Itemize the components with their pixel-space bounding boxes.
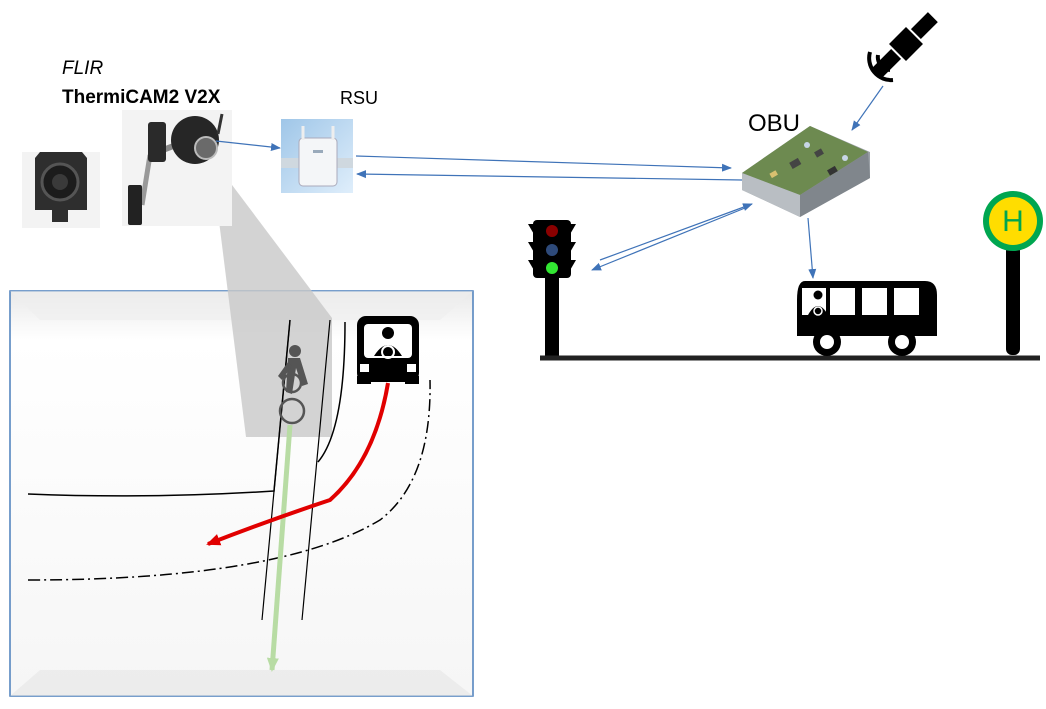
camera-to-rsu-arrow xyxy=(215,140,281,151)
bicycle-path-arrow xyxy=(266,424,293,672)
traffic-light-icon xyxy=(528,220,576,357)
road-edge-left xyxy=(27,319,291,497)
thermal-camera-front-icon xyxy=(22,152,100,228)
satellite-to-obu-arrow xyxy=(851,85,884,131)
bus-front-icon xyxy=(357,316,419,384)
bus-icon xyxy=(797,281,937,356)
traffic-light-yellow-lamp xyxy=(546,244,558,256)
bus-turn-path-arrow xyxy=(206,382,390,546)
satellite-icon xyxy=(867,12,938,83)
rsu-label: RSU xyxy=(340,88,379,108)
camera-model-label: ThermiCAM2 V2X xyxy=(62,87,221,108)
thermal-camera-mounted-icon xyxy=(122,110,232,226)
intersection-view xyxy=(9,157,474,697)
communication-links xyxy=(215,85,884,279)
rsu-to-obu-arrow xyxy=(355,155,732,172)
traffic-light-green-lamp xyxy=(546,262,558,274)
road-centerline xyxy=(27,379,431,581)
bus-stop-sign-letter: H xyxy=(1002,205,1024,238)
obu-to-bus-arrow xyxy=(807,217,817,279)
camera-brand-label: FLIR xyxy=(62,58,104,79)
obu-label: OBU xyxy=(748,110,801,137)
roadside-unit-icon xyxy=(281,119,353,193)
traffic-light-red-lamp xyxy=(546,225,558,237)
bike-lane-line-right xyxy=(301,319,331,621)
bus-stop-sign-icon: H xyxy=(983,191,1043,355)
obu-to-rsu-arrow xyxy=(356,170,743,181)
obu-to-traffic-light-arrow xyxy=(591,207,746,271)
cyclist-icon xyxy=(278,345,308,425)
road-edge-right xyxy=(317,321,346,463)
traffic-light-to-obu-arrow xyxy=(599,203,753,261)
onboard-unit-board-icon xyxy=(742,126,870,217)
